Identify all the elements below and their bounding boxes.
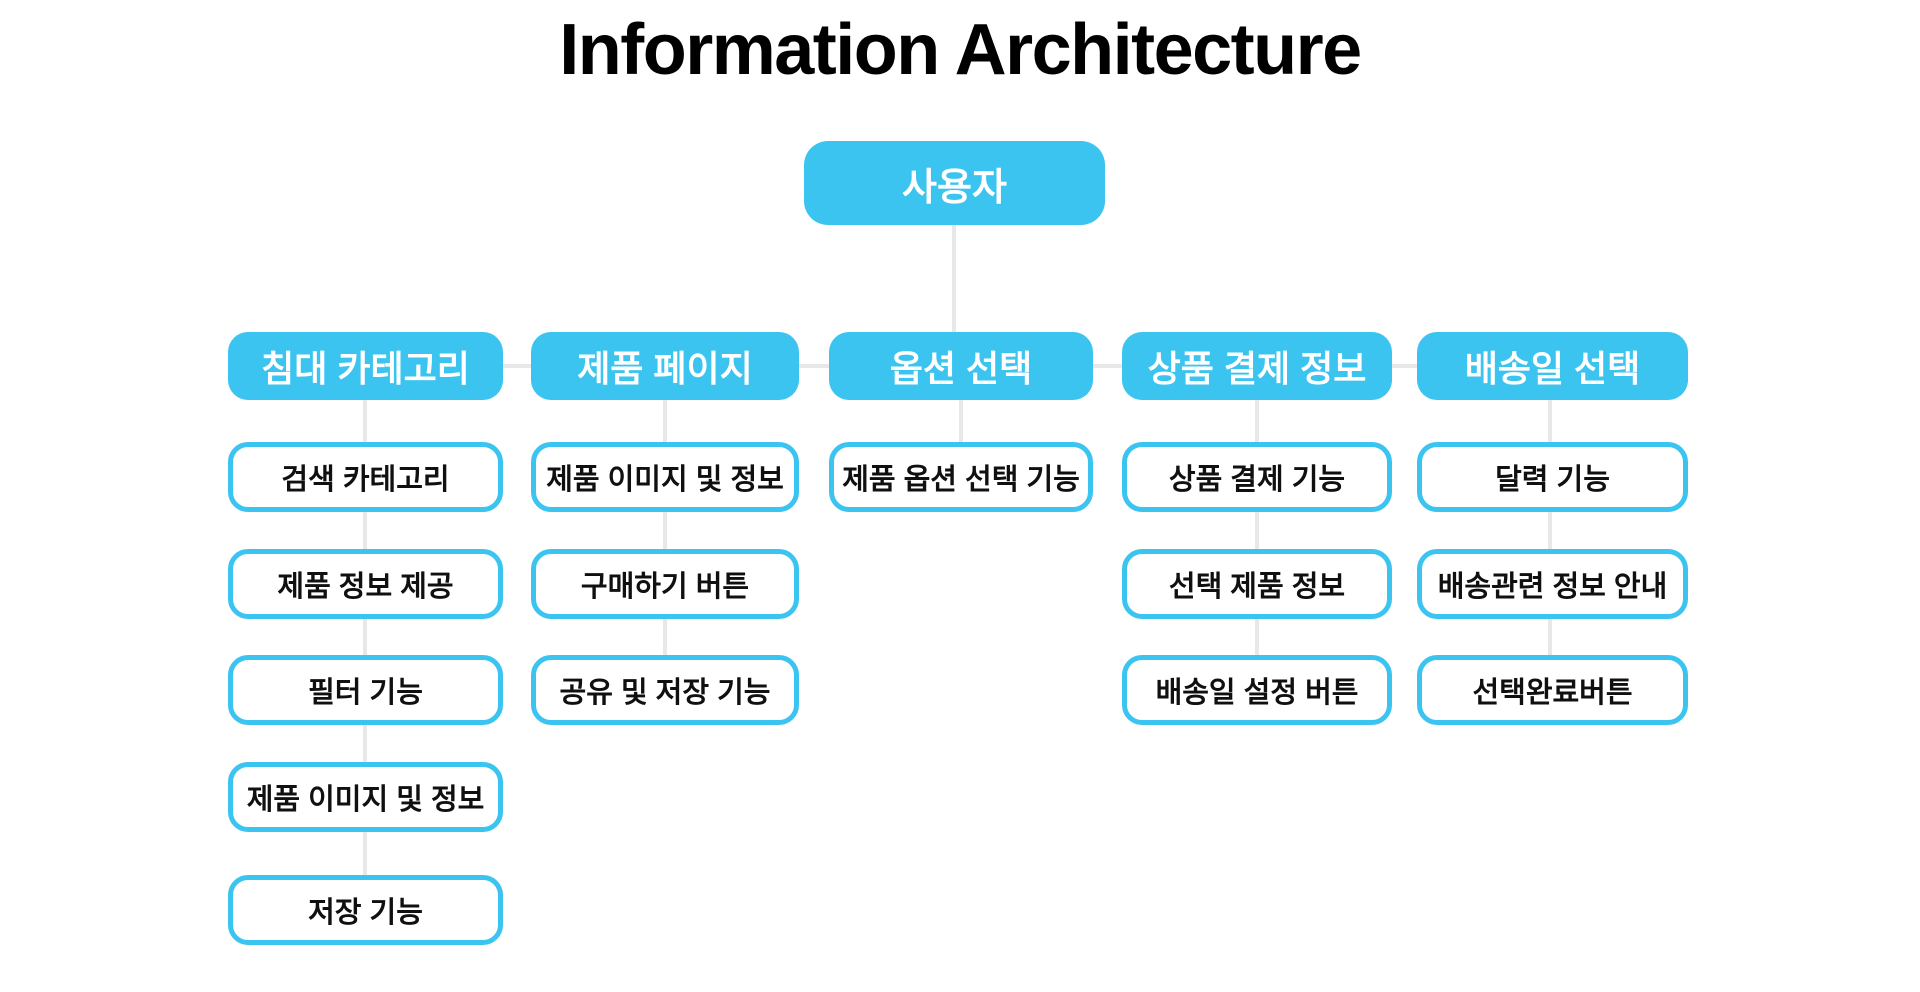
feature-node-label: 선택 제품 정보 bbox=[1168, 571, 1346, 603]
feature-node: 저장 기능 bbox=[228, 875, 503, 945]
feature-node-label: 달력 기능 bbox=[1495, 464, 1610, 496]
category-node-label: 배송일 선택 bbox=[1464, 348, 1641, 389]
feature-node: 배송일 설정 버튼 bbox=[1122, 655, 1392, 725]
connector-column-line bbox=[1548, 366, 1552, 692]
feature-node: 선택 제품 정보 bbox=[1122, 549, 1392, 619]
category-node-label: 제품 페이지 bbox=[577, 348, 753, 389]
connector-root-line bbox=[952, 223, 956, 366]
connector-column-line bbox=[959, 366, 963, 479]
feature-node-label: 저장 기능 bbox=[308, 897, 423, 929]
feature-node-label: 제품 옵션 선택 기능 bbox=[842, 464, 1080, 496]
feature-node: 필터 기능 bbox=[228, 655, 503, 725]
category-node-delivery-date: 배송일 선택 bbox=[1417, 332, 1688, 400]
feature-node: 제품 정보 제공 bbox=[228, 549, 503, 619]
feature-node-label: 필터 기능 bbox=[308, 677, 423, 709]
category-node-option-select: 옵션 선택 bbox=[829, 332, 1093, 400]
feature-node-label: 검색 카테고리 bbox=[281, 464, 450, 496]
feature-node: 제품 이미지 및 정보 bbox=[531, 442, 799, 512]
category-node-bed: 침대 카테고리 bbox=[228, 332, 503, 400]
root-node-label: 사용자 bbox=[902, 166, 1007, 209]
root-node: 사용자 bbox=[804, 141, 1105, 225]
feature-node: 제품 옵션 선택 기능 bbox=[829, 442, 1093, 512]
feature-node-label: 배송일 설정 버튼 bbox=[1155, 677, 1359, 709]
category-node-payment-info: 상품 결제 정보 bbox=[1122, 332, 1392, 400]
category-node-product-page: 제품 페이지 bbox=[531, 332, 799, 400]
category-node-label: 침대 카테고리 bbox=[261, 348, 470, 389]
feature-node: 검색 카테고리 bbox=[228, 442, 503, 512]
feature-node-label: 제품 이미지 및 정보 bbox=[246, 784, 485, 816]
feature-node-label: 구매하기 버튼 bbox=[580, 571, 750, 603]
category-node-label: 옵션 선택 bbox=[889, 348, 1033, 389]
feature-node-label: 제품 이미지 및 정보 bbox=[546, 464, 784, 496]
connector-column-line bbox=[663, 366, 667, 692]
feature-node-label: 공유 및 저장 기능 bbox=[559, 677, 771, 709]
feature-node-label: 배송관련 정보 안내 bbox=[1437, 571, 1668, 603]
page-title: Information Architecture bbox=[559, 10, 1362, 90]
feature-node: 배송관련 정보 안내 bbox=[1417, 549, 1688, 619]
feature-node-label: 제품 정보 제공 bbox=[277, 571, 454, 603]
feature-node: 제품 이미지 및 정보 bbox=[228, 762, 503, 832]
category-node-label: 상품 결제 정보 bbox=[1147, 348, 1367, 389]
connector-column-line bbox=[363, 366, 367, 912]
feature-node: 구매하기 버튼 bbox=[531, 549, 799, 619]
feature-node: 선택완료버튼 bbox=[1417, 655, 1688, 725]
feature-node: 상품 결제 기능 bbox=[1122, 442, 1392, 512]
connector-column-line bbox=[1255, 366, 1259, 692]
feature-node: 공유 및 저장 기능 bbox=[531, 655, 799, 725]
feature-node: 달력 기능 bbox=[1417, 442, 1688, 512]
feature-node-label: 상품 결제 기능 bbox=[1168, 464, 1346, 496]
feature-node-label: 선택완료버튼 bbox=[1472, 677, 1633, 709]
